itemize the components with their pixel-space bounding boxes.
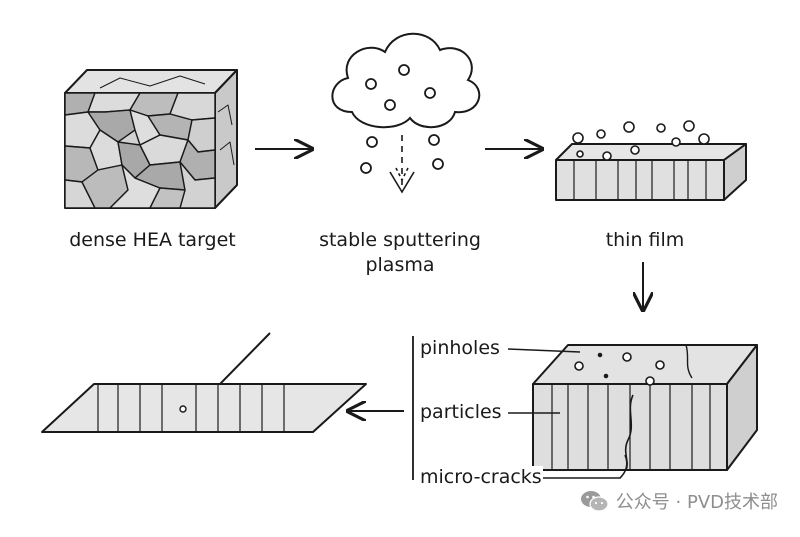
target-side-face — [214, 69, 238, 209]
thin-film-label: thin film — [605, 229, 685, 251]
target-top-face — [64, 69, 238, 94]
final-film-pinhole — [179, 405, 187, 413]
pinholes-label: pinholes — [419, 337, 501, 359]
target-grain-boundaries — [65, 93, 215, 208]
micro-cracks-label: micro-cracks — [419, 466, 543, 488]
final-film-slab — [41, 332, 367, 433]
block-surface-defects — [574, 352, 665, 386]
film-surface-particles — [572, 120, 710, 161]
defect-leader-lines — [507, 348, 628, 479]
watermark: 公众号 · PVD技术部 — [580, 488, 778, 514]
particles-label: particles — [419, 401, 503, 423]
micro-cracks-leader — [537, 454, 628, 479]
wechat-icon — [580, 491, 609, 512]
plasma-deposition-arrow — [389, 135, 415, 194]
plasma-label-line2: plasma — [365, 254, 435, 276]
plasma-label-line1: stable sputtering — [319, 229, 481, 251]
pinholes-leader — [507, 348, 581, 353]
final-film-crack-line — [219, 332, 271, 385]
watermark-text: 公众号 · PVD技术部 — [615, 492, 778, 513]
defected-film-block — [532, 344, 758, 471]
hea-target-block — [64, 69, 238, 209]
target-label: dense HEA target — [69, 229, 236, 251]
plasma-particles — [360, 64, 444, 174]
plasma-cloud — [331, 32, 481, 129]
thin-film-slab — [555, 143, 747, 201]
